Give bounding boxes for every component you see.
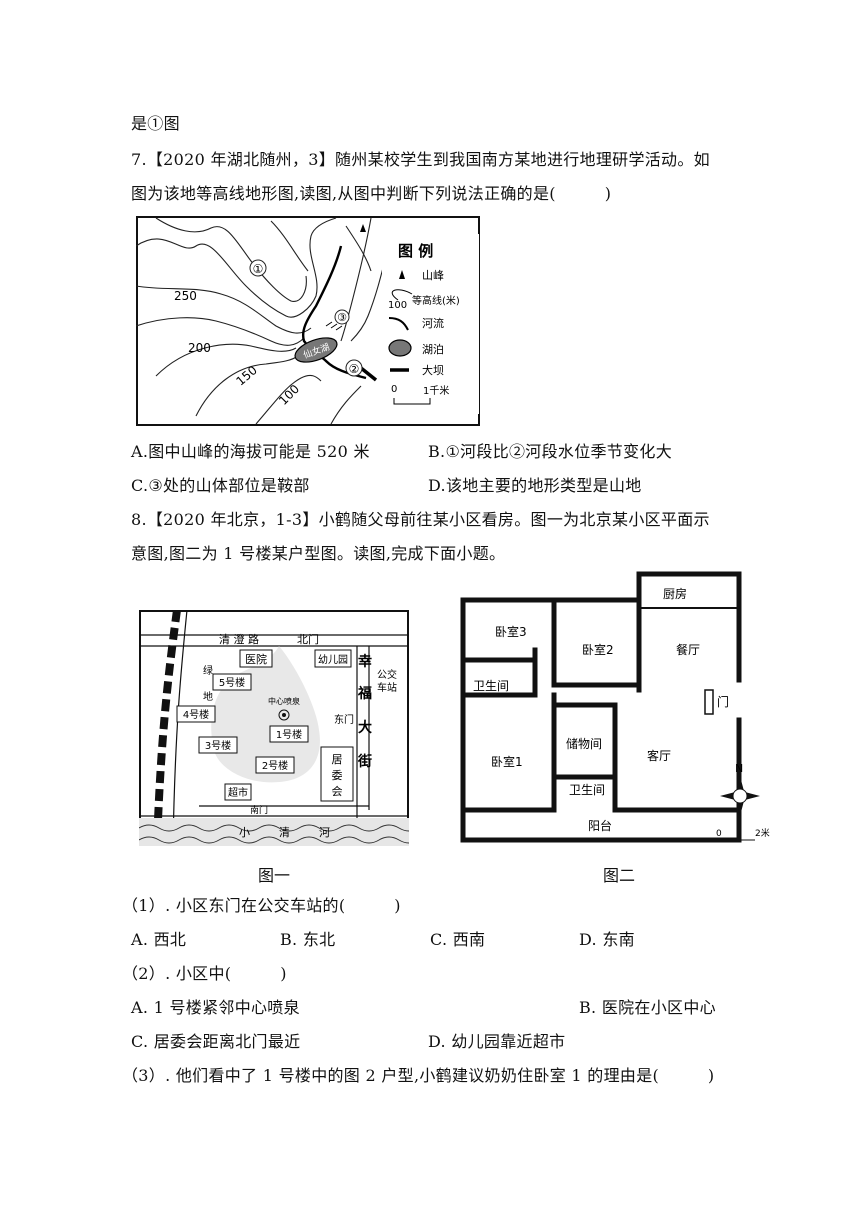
floor-plan: 厨房 卧室3 卧室2 餐厅 卫生间 门 储物间 客厅 卧室1 卫生间 阳台 N … (460, 571, 770, 843)
question-8-stem: 意图,图二为 1 号楼某户型图。读图,完成下面小题。 (131, 544, 506, 563)
legend-dam: 大坝 (422, 363, 444, 377)
scale-zero: 0 (716, 829, 722, 839)
option-2b: B. 医院在小区中心 (579, 998, 716, 1017)
sub-question-2: （2）. 小区中( ) (122, 964, 287, 983)
bathroom-2-label: 卫生间 (569, 783, 605, 797)
question-7-stem: 图为该地等高线地形图,读图,从图中判断下列说法正确的是( ) (131, 184, 612, 203)
bathroom-1-label: 卫生间 (473, 679, 509, 693)
kindergarten-label: 幼儿园 (318, 653, 348, 666)
hospital-label: 医院 (245, 652, 267, 666)
bus-stop-label: 车站 (377, 681, 397, 694)
option-2a: A. 1 号楼紧邻中心喷泉 (131, 998, 300, 1017)
kitchen-label: 厨房 (663, 586, 687, 601)
green-label: 地 (203, 690, 213, 703)
contour-label-250: 250 (174, 289, 197, 303)
legend-title: 图 例 (398, 242, 433, 260)
option-7a: A.图中山峰的海拔可能是 520 米 (131, 442, 370, 461)
community-map: 清 澄 路 北门 医院 幼儿园 幸 福 大 街 公交 车站 绿 地 5号楼 4号… (139, 610, 409, 846)
bedroom-3-label: 卧室3 (495, 624, 527, 639)
bedroom-2-label: 卧室2 (582, 642, 614, 657)
street-char: 幸 (358, 653, 372, 670)
peak-icon (360, 224, 366, 232)
fountain-icon (278, 709, 290, 721)
building-2-label: 2号楼 (262, 759, 288, 772)
legend-contour: 等高线(米) (412, 294, 460, 307)
street-char: 大 (358, 719, 372, 736)
legend-lake: 湖泊 (422, 343, 444, 356)
legend-river: 河流 (422, 316, 444, 330)
road-north-label: 清 澄 路 (219, 632, 259, 646)
fountain-label: 中心喷泉 (268, 696, 300, 706)
question-7-stem: 7.【2020 年湖北随州，3】随州某校学生到我国南方某地进行地理研学活动。如 (131, 150, 710, 169)
river-section-1-marker: ① (253, 262, 264, 276)
figure-1-caption: 图一 (258, 866, 291, 885)
sub-question-3: （3）. 他们看中了 1 号楼中的图 2 户型,小鹤建议奶奶住卧室 1 的理由是… (122, 1066, 715, 1085)
option-1c: C. 西南 (430, 930, 486, 949)
street-char: 街 (357, 753, 372, 770)
dining-room-label: 餐厅 (676, 642, 700, 657)
option-7b: B.①河段比②河段水位季节变化大 (428, 442, 672, 461)
river-section-2-marker: ② (349, 362, 360, 376)
option-7d: D.该地主要的地形类型是山地 (428, 476, 642, 495)
legend-peak: 山峰 (422, 269, 444, 282)
north-label: N (735, 762, 743, 775)
option-2d: D. 幼儿园靠近超市 (428, 1032, 566, 1051)
committee-label: 会 (332, 785, 343, 798)
living-room-label: 客厅 (647, 748, 671, 763)
east-gate-label: 东门 (334, 713, 354, 726)
saddle-3-marker: ③ (337, 311, 347, 324)
south-gate-label: 南门 (250, 804, 268, 816)
scale-zero: 0 (391, 384, 397, 395)
building-3-label: 3号楼 (205, 739, 231, 752)
building-4-label: 4号楼 (183, 708, 209, 721)
scale-one-km: 1千米 (423, 384, 449, 397)
legend-peak-icon (399, 270, 405, 279)
legend-lake-icon (388, 339, 412, 357)
north-gate-label: 北门 (297, 632, 319, 646)
sub-question-1: （1）. 小区东门在公交车站的( ) (122, 896, 401, 915)
bus-stop-label: 公交 (377, 668, 397, 681)
supermarket-label: 超市 (228, 786, 248, 799)
building-1-label: 1号楼 (276, 728, 302, 741)
option-7c: C.③处的山体部位是鞍部 (131, 476, 310, 495)
committee-label: 居 (332, 753, 343, 766)
street-char: 福 (357, 685, 372, 702)
option-1d: D. 东南 (579, 930, 635, 949)
figure-2-caption: 图二 (603, 866, 636, 885)
green-label: 绿 (203, 664, 213, 677)
option-1b: B. 东北 (280, 930, 336, 949)
river-char: 清 (279, 826, 290, 839)
text-line: 是①图 (131, 114, 180, 133)
river-char: 河 (319, 826, 330, 839)
north-arrow-icon (720, 776, 760, 816)
storage-label: 储物间 (566, 736, 602, 751)
balcony-label: 阳台 (588, 818, 612, 833)
question-8-stem: 8.【2020 年北京，1-3】小鹤随父母前往某小区看房。图一为北京某小区平面示 (131, 510, 710, 529)
contour-map: 仙女湖 ① ③ ② 250 200 150 100 图 例 山峰 100 等高线… (136, 216, 480, 426)
door-label: 门 (717, 694, 729, 709)
building-5-label: 5号楼 (219, 676, 245, 689)
scale-two-m: 2米 (755, 827, 770, 839)
contour-label-200: 200 (188, 341, 211, 355)
committee-label: 委 (332, 769, 343, 782)
bedroom-1-label: 卧室1 (491, 754, 523, 769)
legend-contour-value: 100 (388, 300, 407, 311)
option-2c: C. 居委会距离北门最近 (131, 1032, 301, 1051)
option-1a: A. 西北 (131, 930, 187, 949)
river-char: 小 (239, 826, 250, 839)
